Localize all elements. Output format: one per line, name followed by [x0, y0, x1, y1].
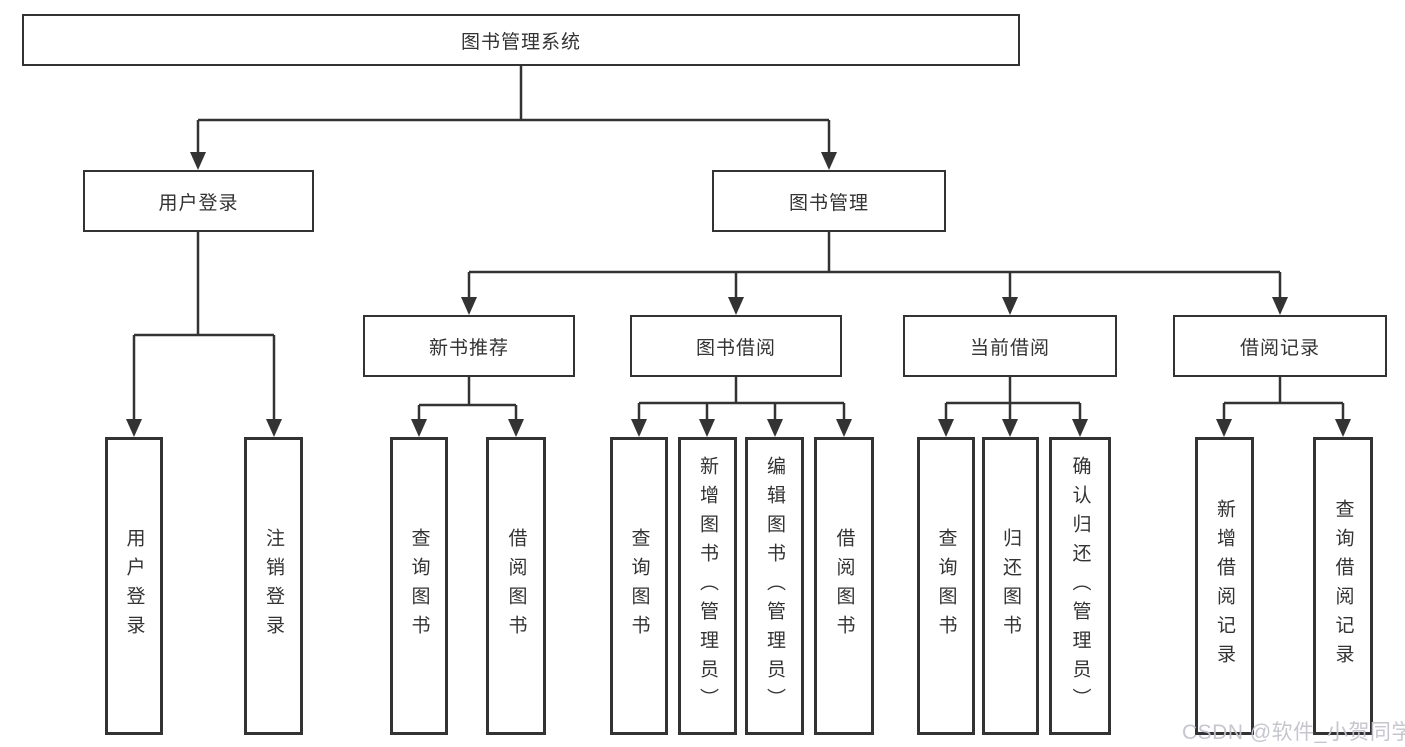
- leaf-add-books-admin-label: 新增图书（管理员）: [697, 455, 718, 717]
- node-user-login-label: 用户登录: [158, 192, 239, 214]
- leaf-recommend-query-books: 查询图书: [390, 437, 448, 735]
- node-user-login: 用户登录: [83, 170, 314, 232]
- leaf-edit-books-admin-label: 编辑图书（管理员）: [764, 455, 785, 717]
- node-book-borrow-label: 图书借阅: [695, 337, 776, 359]
- leaf-add-borrow-record: 新增借阅记录: [1195, 437, 1254, 735]
- leaf-logout-label: 注销登录: [263, 528, 284, 644]
- leaf-borrow-query-books: 查询图书: [610, 437, 668, 735]
- leaf-borrow-books: 借阅图书: [814, 437, 874, 735]
- node-borrow-records-label: 借阅记录: [1239, 337, 1320, 359]
- node-current-borrow-label: 当前借阅: [969, 337, 1050, 359]
- leaf-user-login: 用户登录: [105, 437, 163, 735]
- node-library-system-label: 图书管理系统: [460, 31, 581, 53]
- leaf-confirm-return-admin: 确认归还（管理员）: [1049, 437, 1111, 735]
- leaf-borrow-query-books-label: 查询图书: [628, 528, 650, 644]
- leaf-recommend-borrow-books-label: 借阅图书: [505, 528, 527, 644]
- node-new-book-recommend-label: 新书推荐: [428, 337, 509, 359]
- node-library-system: 图书管理系统: [22, 14, 1020, 66]
- leaf-query-borrow-record: 查询借阅记录: [1313, 437, 1373, 735]
- leaf-add-borrow-record-label: 新增借阅记录: [1214, 499, 1235, 673]
- leaf-recommend-borrow-books: 借阅图书: [486, 437, 546, 735]
- node-new-book-recommend: 新书推荐: [363, 315, 575, 377]
- node-book-management-label: 图书管理: [788, 192, 869, 214]
- leaf-return-books: 归还图书: [982, 437, 1039, 735]
- arrowheads: [126, 152, 1351, 437]
- leaf-borrow-books-label: 借阅图书: [833, 528, 855, 644]
- leaf-current-query-books-label: 查询图书: [935, 528, 957, 644]
- node-borrow-records: 借阅记录: [1173, 315, 1387, 377]
- leaf-return-books-label: 归还图书: [1000, 528, 1021, 644]
- leaf-current-query-books: 查询图书: [917, 437, 975, 735]
- node-current-borrow: 当前借阅: [903, 315, 1117, 377]
- leaf-logout: 注销登录: [244, 437, 303, 735]
- leaf-recommend-query-books-label: 查询图书: [408, 528, 430, 644]
- node-book-borrow: 图书借阅: [630, 315, 842, 377]
- leaf-confirm-return-admin-label: 确认归还（管理员）: [1069, 455, 1091, 717]
- leaf-query-borrow-record-label: 查询借阅记录: [1332, 499, 1354, 673]
- leaf-edit-books-admin: 编辑图书（管理员）: [745, 437, 804, 735]
- leaf-user-login-label: 用户登录: [123, 528, 145, 644]
- leaf-add-books-admin: 新增图书（管理员）: [678, 437, 737, 735]
- node-book-management: 图书管理: [712, 170, 946, 232]
